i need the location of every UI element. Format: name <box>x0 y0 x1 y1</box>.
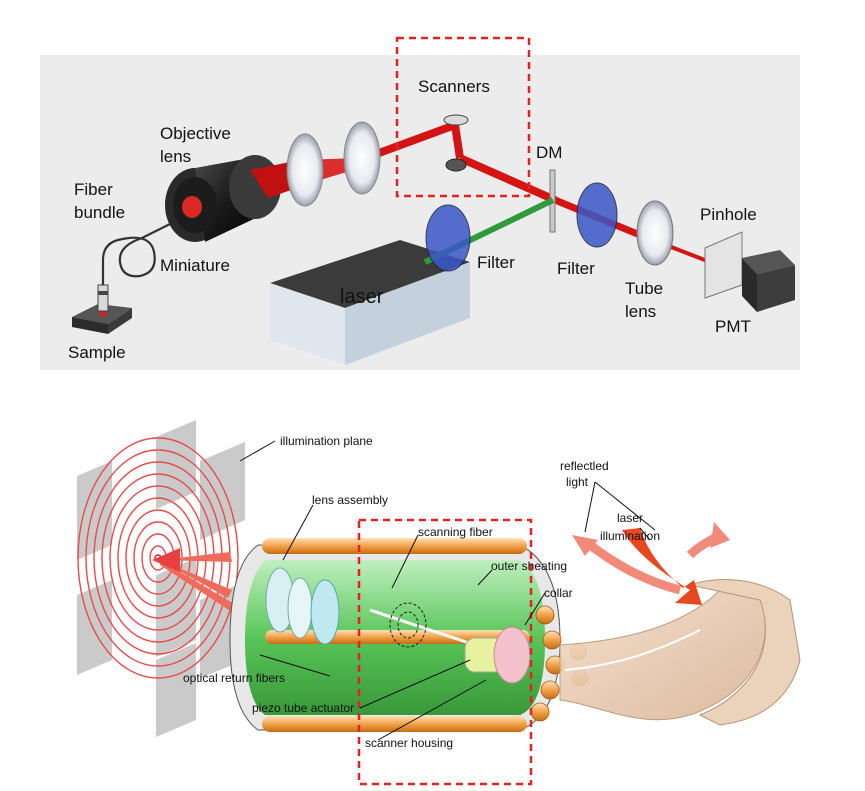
label-filter-left: Filter <box>477 253 515 272</box>
label-tube-line1: Tube <box>625 279 663 298</box>
return-fiber-rod-bottom <box>262 716 527 732</box>
label-pinhole: Pinhole <box>700 205 757 224</box>
bottom-panel: illumination plane lens assembly scannin… <box>77 420 801 786</box>
laser-box <box>270 240 470 365</box>
label-laser: laser <box>340 286 384 308</box>
label-miniature: Miniature <box>160 256 230 275</box>
label-laser-line2: illumination <box>600 529 660 543</box>
lens-element-3-icon <box>310 579 340 645</box>
scanners-highlight-box <box>395 36 531 198</box>
spiral-scan-pattern <box>77 437 239 679</box>
label-scanning-fiber: scanning fiber <box>418 525 493 539</box>
scanner-mirror-2-icon <box>445 158 467 172</box>
label-piezo-tube-actuator: piezo tube actuator <box>252 701 354 715</box>
scanner-highlight-box <box>357 518 533 786</box>
return-fiber-rod-top <box>262 538 527 554</box>
fiber-bundle-tail <box>559 579 801 726</box>
relay-lens-1-icon <box>286 133 324 207</box>
label-objective-line2: lens <box>160 147 191 166</box>
filter-left-icon <box>425 204 471 272</box>
scanner-mirror-1-icon <box>443 114 469 126</box>
label-fiber-line1: Fiber <box>74 180 113 199</box>
probe-body <box>229 538 589 732</box>
leader-lines <box>239 440 656 741</box>
label-optical-return-fibers: optical return fibers <box>183 671 285 685</box>
laser-illumination-arrow <box>622 528 702 605</box>
pmt-icon <box>742 250 795 312</box>
label-outer-sheating: outer sheating <box>491 559 567 573</box>
label-reflected-line2: light <box>566 475 589 489</box>
label-reflected-line1: reflectled <box>560 459 609 473</box>
sample-icon <box>72 304 132 334</box>
miniature-probe-icon <box>97 219 179 312</box>
label-laser-line1: laser <box>617 511 643 525</box>
tube-lens-icon <box>636 200 674 266</box>
label-tube-line2: lens <box>625 302 656 321</box>
scan-path-outer <box>389 602 427 648</box>
scan-path-inner <box>397 611 419 639</box>
label-pmt: PMT <box>715 317 751 336</box>
label-dm: DM <box>536 143 562 162</box>
label-scanners: Scanners <box>418 77 490 96</box>
label-scanner-housing: scanner housing <box>365 736 453 750</box>
label-illumination-plane: illumination plane <box>280 434 373 448</box>
top-panel: Scanners Objective lens Fiber bundle Min… <box>40 36 800 370</box>
label-lens-assembly: lens assembly <box>312 493 388 507</box>
label-fiber-line2: bundle <box>74 203 125 222</box>
relay-lens-2-icon <box>343 121 381 195</box>
label-filter-right: Filter <box>557 259 595 278</box>
lens-element-2-icon <box>287 577 313 639</box>
label-collar: collar <box>544 586 573 600</box>
reflected-light-arrows <box>572 522 730 595</box>
collar-icon <box>493 626 531 684</box>
label-sample: Sample <box>68 343 126 362</box>
filter-right-icon <box>576 182 618 248</box>
illumination-plane <box>77 420 245 737</box>
label-objective-line1: Objective <box>160 124 231 143</box>
